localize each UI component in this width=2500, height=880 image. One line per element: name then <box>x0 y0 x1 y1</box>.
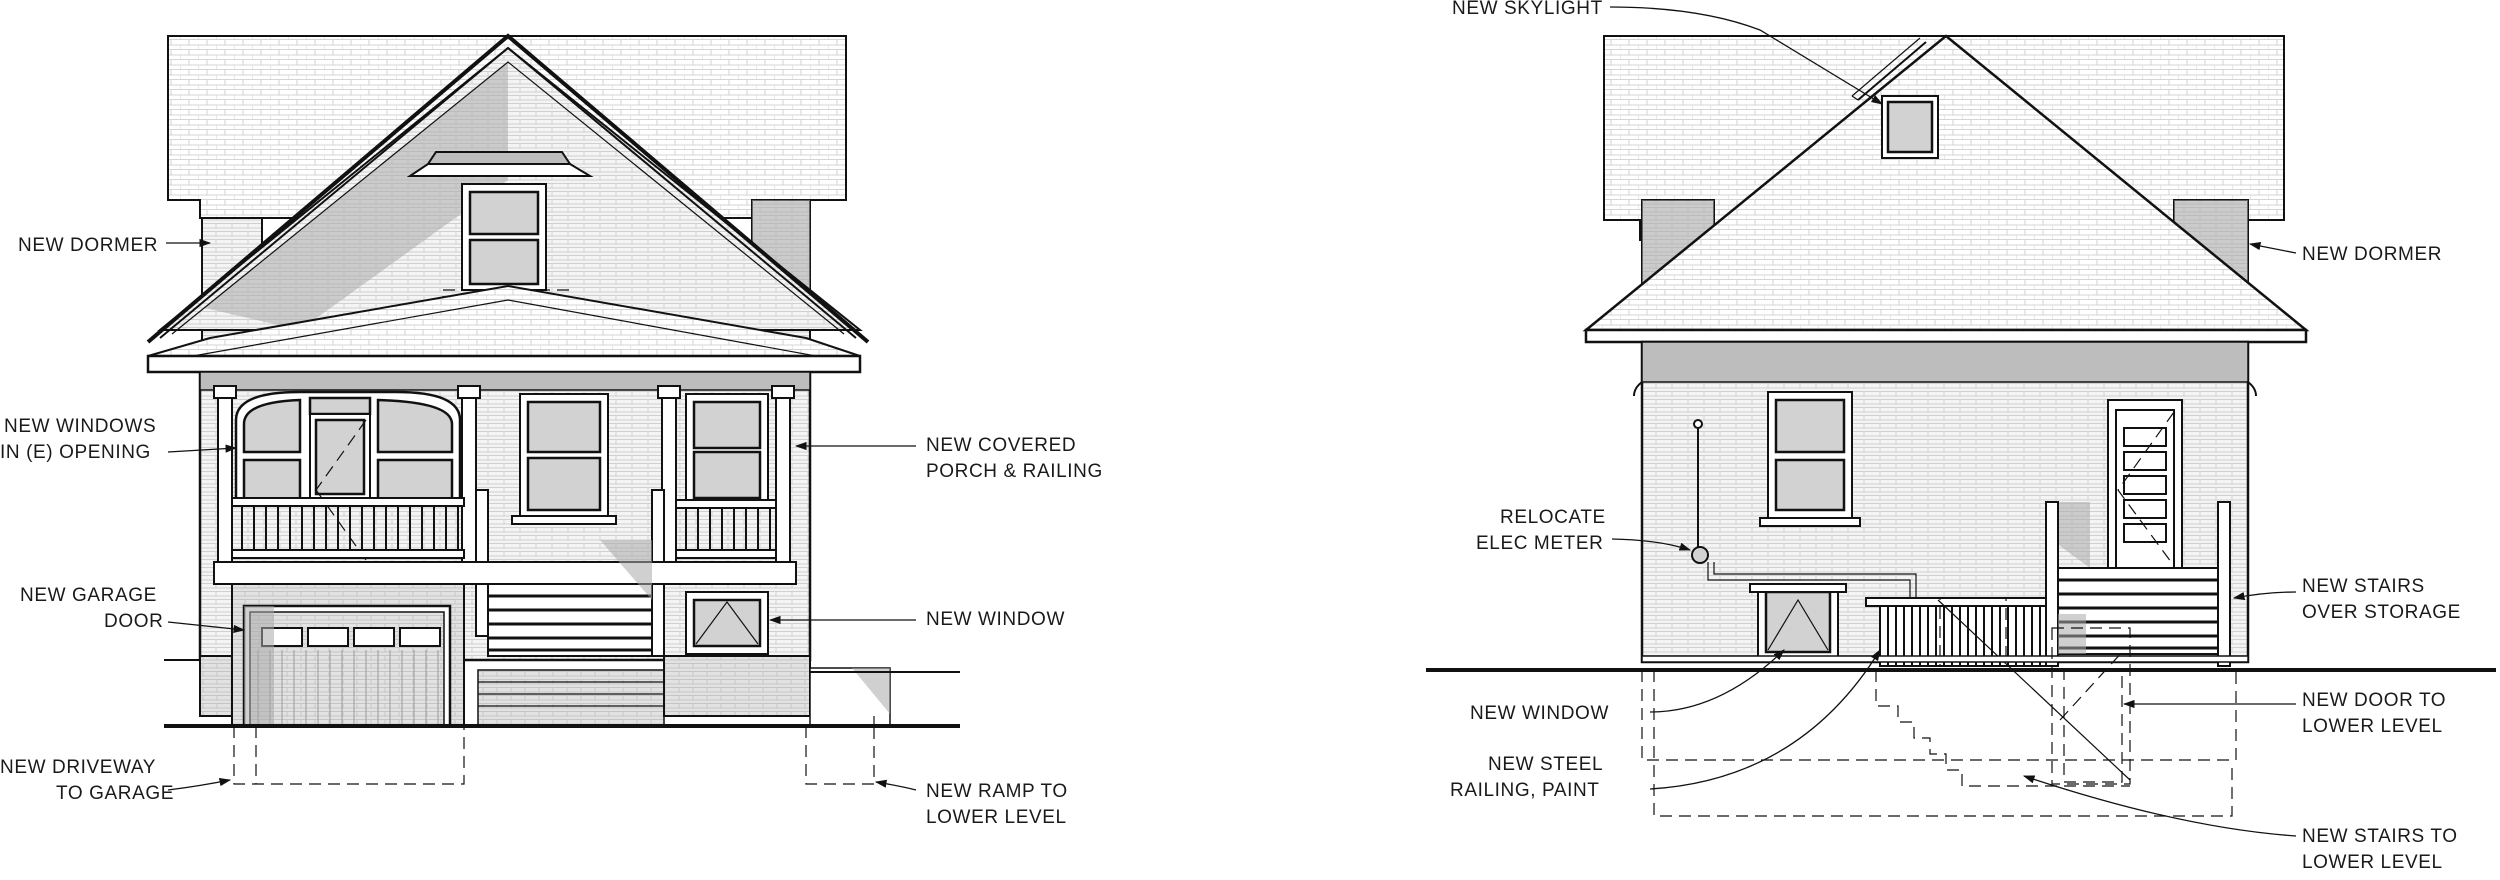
label-rear-new-stairs-lower-2: LOWER LEVEL <box>2302 852 2443 873</box>
callouts-front: NEW DORMER NEW WINDOWS IN (E) OPENING NE… <box>0 235 1103 828</box>
label-front-covered-porch-2: PORCH & RAILING <box>926 461 1103 482</box>
front-garage <box>231 583 465 728</box>
front-dormer-roof <box>406 163 594 177</box>
label-front-new-window: NEW WINDOW <box>926 609 1065 630</box>
callouts-rear: NEW SKYLIGHT NEW DORMER RELOCATE ELEC ME… <box>1450 0 2461 873</box>
label-front-new-windows-2: IN (E) OPENING <box>0 442 151 463</box>
rear-skylight <box>1851 37 1939 159</box>
label-rear-relocate-1: RELOCATE <box>1500 507 1606 528</box>
front-elevation <box>146 33 960 785</box>
front-arched-windows <box>234 390 462 561</box>
front-stairs <box>487 540 653 657</box>
label-front-new-driveway-1: NEW DRIVEWAY <box>0 757 156 778</box>
label-front-new-ramp-2: LOWER LEVEL <box>926 807 1067 828</box>
label-front-new-garage-2: DOOR <box>104 611 163 632</box>
rear-upper-door <box>2107 399 2183 569</box>
leaders <box>166 6 2297 837</box>
front-porch-railing-left <box>231 497 465 567</box>
label-rear-new-door-1: NEW DOOR TO <box>2302 690 2446 711</box>
label-front-new-ramp-1: NEW RAMP TO <box>926 781 1068 802</box>
label-front-covered-porch-1: NEW COVERED <box>926 435 1076 456</box>
label-front-new-windows-1: NEW WINDOWS <box>4 416 156 437</box>
front-gable-rake <box>146 33 870 344</box>
label-rear-relocate-2: ELEC METER <box>1476 533 1603 554</box>
label-rear-steel-railing-2: RAILING, PAINT <box>1450 780 1600 801</box>
label-rear-new-dormer: NEW DORMER <box>2302 244 2442 265</box>
label-front-new-dormer: NEW DORMER <box>18 235 158 256</box>
rear-stairs-over-storage <box>2045 501 2231 667</box>
label-rear-new-skylight: NEW SKYLIGHT <box>1452 0 1603 19</box>
label-rear-steel-railing-1: NEW STEEL <box>1488 754 1603 775</box>
label-rear-new-stairs-storage-1: NEW STAIRS <box>2302 576 2425 597</box>
rear-lower-level-dashed <box>1641 627 2237 817</box>
label-rear-new-door-2: LOWER LEVEL <box>2302 716 2443 737</box>
label-rear-new-stairs-storage-2: OVER STORAGE <box>2302 602 2461 623</box>
front-porch-deck <box>213 561 797 585</box>
rear-elevation <box>1426 34 2496 817</box>
label-front-new-garage-1: NEW GARAGE <box>20 585 157 606</box>
label-front-new-driveway-2: TO GARAGE <box>56 783 174 804</box>
rear-elec-meter <box>1691 419 1917 598</box>
label-rear-new-stairs-lower-1: NEW STAIRS TO <box>2302 826 2458 847</box>
label-rear-new-window: NEW WINDOW <box>1470 703 1609 724</box>
